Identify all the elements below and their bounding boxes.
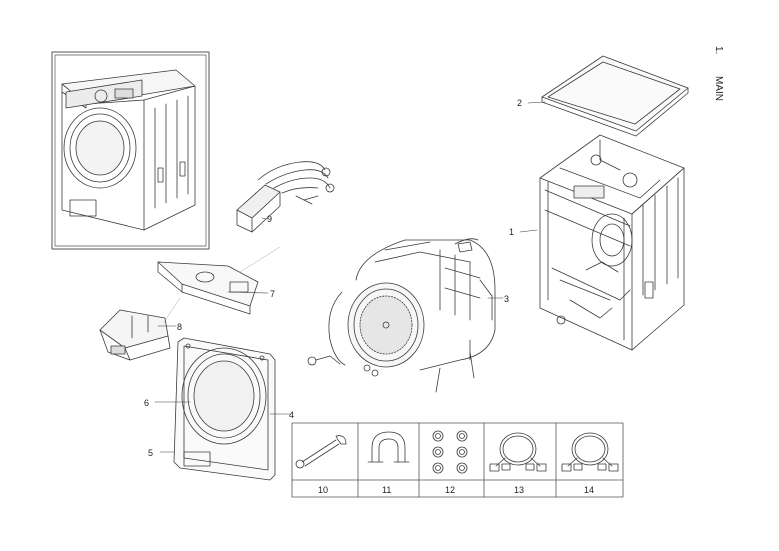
callout-labels: 1 2 3 4 5 6 7 8 9 bbox=[144, 98, 522, 458]
accessory-label-10: 10 bbox=[318, 485, 328, 495]
spanner-icon bbox=[295, 435, 347, 469]
water-hose-icon bbox=[489, 432, 547, 472]
accessories-table: 10 11 12 13 14 bbox=[291, 422, 624, 498]
assembled-washer-inset bbox=[51, 51, 210, 250]
callout-3: 3 bbox=[504, 294, 509, 304]
callout-2: 2 bbox=[517, 98, 522, 108]
section-title: MAIN bbox=[713, 76, 724, 101]
callout-8: 8 bbox=[177, 322, 182, 332]
accessory-label-11: 11 bbox=[382, 485, 391, 495]
accessory-label-13: 13 bbox=[514, 485, 524, 495]
cap-set-icon bbox=[432, 430, 468, 474]
section-header: 1. MAIN bbox=[713, 46, 724, 101]
section-number: 1. bbox=[713, 46, 724, 54]
accessory-label-12: 12 bbox=[445, 485, 455, 495]
tub-assembly-part bbox=[307, 238, 496, 393]
front-frame-part bbox=[173, 337, 276, 481]
top-cover-part bbox=[541, 55, 689, 137]
control-panel-part bbox=[157, 261, 259, 315]
callout-5: 5 bbox=[148, 448, 153, 458]
cabinet-frame-part bbox=[539, 134, 685, 351]
callout-9: 9 bbox=[267, 214, 272, 224]
callout-1: 1 bbox=[509, 227, 514, 237]
callout-7: 7 bbox=[270, 289, 275, 299]
water-hose-icon bbox=[561, 432, 619, 472]
dispenser-hose-part bbox=[236, 161, 335, 233]
accessory-label-14: 14 bbox=[584, 485, 594, 495]
leader-lines bbox=[154, 101, 546, 453]
detergent-drawer-part bbox=[99, 309, 171, 361]
hose-guide-icon bbox=[367, 431, 410, 463]
callout-6: 6 bbox=[144, 398, 149, 408]
callout-4: 4 bbox=[289, 410, 294, 420]
